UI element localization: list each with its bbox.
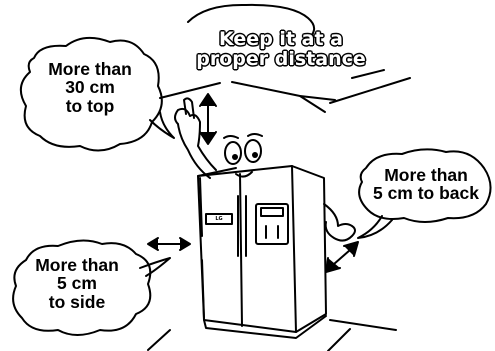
brand-badge-text: LG — [207, 216, 231, 222]
side-arm — [324, 204, 355, 241]
side-label-line-2: 5 cm — [14, 274, 140, 292]
arrow-back-clearance — [326, 242, 358, 272]
title-keep-proper-distance: Keep it at a proper distance — [176, 30, 386, 70]
dispenser-panel — [261, 208, 283, 216]
back-label-line-1: More than — [359, 166, 493, 184]
title-line-2: proper distance — [176, 50, 386, 70]
title-cloud-tail — [352, 70, 384, 78]
back-clearance-label: More than 5 cm to back — [359, 166, 493, 203]
top-label-line-2: 30 cm — [24, 78, 156, 96]
side-clearance-label: More than 5 cm to side — [14, 256, 140, 311]
side-label-line-1: More than — [14, 256, 140, 274]
arrow-top-clearance — [200, 94, 216, 144]
top-label-line-1: More than — [24, 60, 156, 78]
back-label-line-2: 5 cm to back — [359, 184, 493, 202]
top-clearance-label: More than 30 cm to top — [24, 60, 156, 115]
top-label-line-3: to top — [24, 97, 156, 115]
right-eye — [245, 140, 261, 162]
refrigerator — [198, 166, 326, 338]
title-line-1: Keep it at a — [176, 30, 386, 50]
side-label-line-3: to side — [14, 293, 140, 311]
left-eye — [225, 142, 241, 164]
arrow-side-clearance — [148, 238, 190, 250]
